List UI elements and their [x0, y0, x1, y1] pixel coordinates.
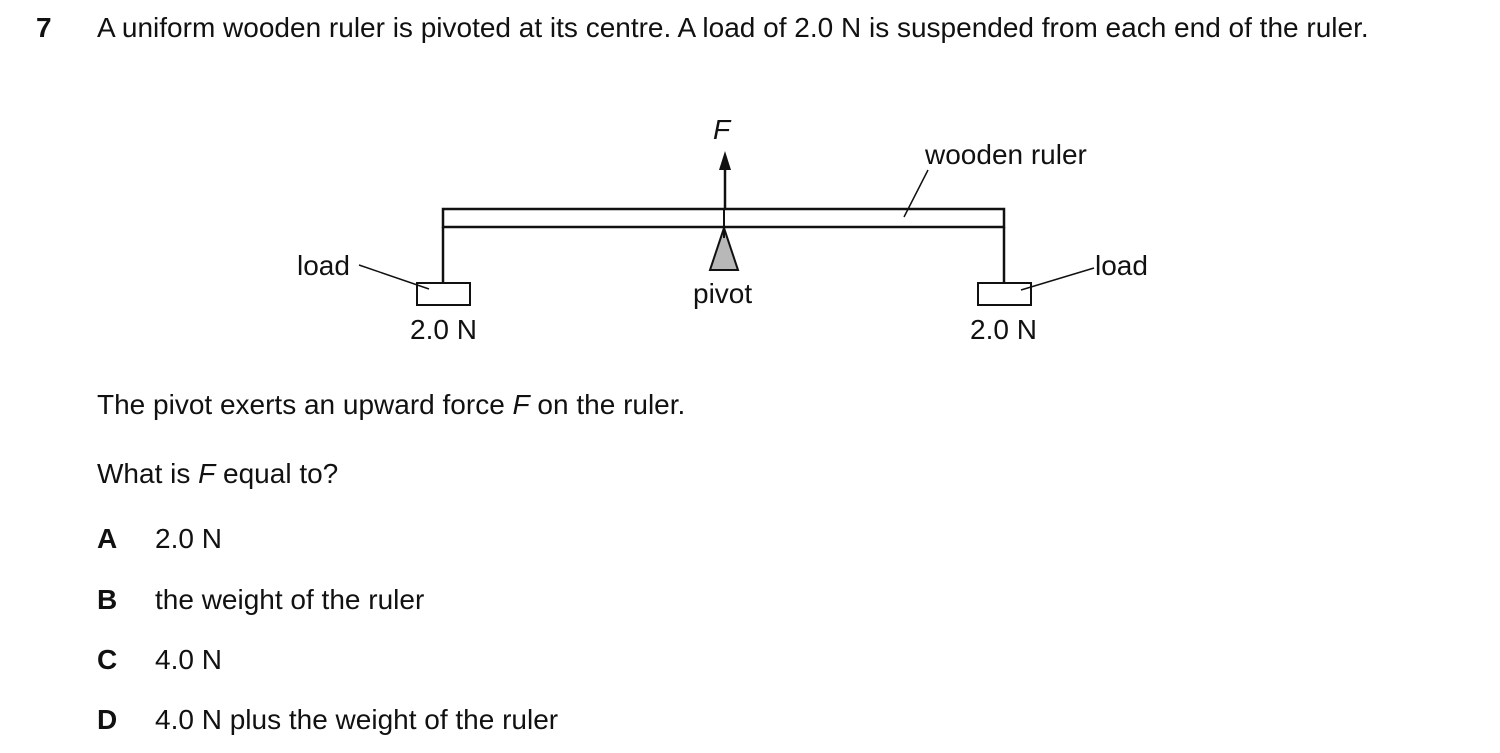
option-text: the weight of the ruler: [155, 584, 425, 615]
force-label: F: [713, 114, 732, 145]
right-load-block: [977, 282, 1032, 306]
option-text: 4.0 N plus the weight of the ruler: [155, 704, 559, 735]
force-variable: F: [198, 458, 216, 489]
option-c[interactable]: C 4.0 N: [97, 643, 222, 677]
right-weight-label: 2.0 N: [970, 314, 1037, 345]
option-d[interactable]: D 4.0 N plus the weight of the ruler: [97, 703, 558, 737]
pivot-label: pivot: [693, 278, 752, 309]
question-prompt: What is F equal to?: [97, 458, 339, 489]
option-letter: B: [97, 584, 118, 615]
left-load-block: [416, 282, 471, 306]
option-text: 2.0 N: [155, 523, 222, 554]
question-number: 7: [36, 12, 52, 43]
ruler-label: wooden ruler: [924, 139, 1087, 170]
right-load-label: load: [1095, 250, 1148, 281]
left-load-label: load: [297, 250, 350, 281]
option-letter: C: [97, 644, 118, 675]
force-statement: The pivot exerts an upward force F on th…: [97, 389, 686, 420]
question-stem: A uniform wooden ruler is pivoted at its…: [97, 12, 1369, 43]
left-load-leader: [358, 264, 430, 290]
pivot-triangle: [708, 224, 740, 271]
left-weight-label: 2.0 N: [410, 314, 477, 345]
right-load-leader: [1020, 267, 1095, 291]
option-letter: A: [97, 523, 118, 554]
force-variable: F: [512, 389, 530, 420]
force-arrow-head: [719, 151, 731, 170]
option-text: 4.0 N: [155, 644, 222, 675]
ruler-label-leader: [903, 169, 929, 218]
option-letter: D: [97, 704, 118, 735]
option-a[interactable]: A 2.0 N: [97, 522, 222, 556]
